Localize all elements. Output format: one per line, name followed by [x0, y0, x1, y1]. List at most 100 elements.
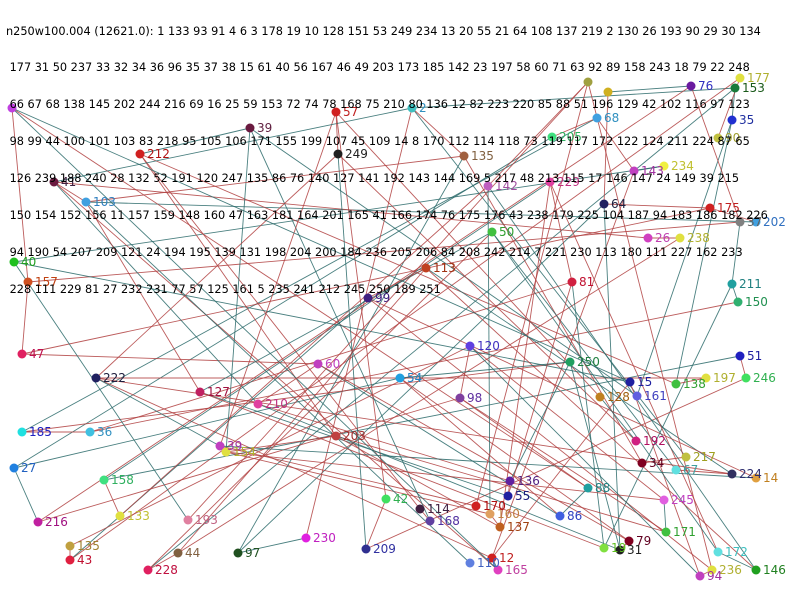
edge	[317, 363, 630, 542]
edge	[641, 456, 687, 464]
node	[233, 548, 243, 558]
edge	[257, 363, 319, 405]
node-label: 197	[713, 371, 736, 385]
node	[395, 373, 405, 383]
node-label: 110	[477, 556, 500, 570]
node	[81, 197, 91, 207]
node	[313, 359, 323, 369]
edge	[13, 467, 39, 523]
node-label: 211	[739, 277, 762, 291]
node	[733, 297, 743, 307]
node-label: 67	[683, 463, 698, 477]
node-label: 212	[147, 147, 170, 161]
node	[505, 476, 515, 486]
edge	[491, 231, 719, 553]
edge	[103, 355, 741, 481]
node	[681, 452, 691, 462]
node	[713, 547, 723, 557]
node-label: 153	[742, 81, 765, 95]
edge	[459, 397, 667, 533]
edge	[37, 85, 692, 523]
edge	[225, 451, 491, 515]
edge	[367, 267, 427, 299]
edge	[249, 127, 431, 522]
edge	[337, 153, 637, 442]
node-label: 229	[557, 175, 580, 189]
edge	[549, 181, 573, 283]
edge	[603, 203, 621, 551]
edge	[237, 203, 605, 554]
header-line: 98 99 44 100 101 103 83 218 95 105 106 1…	[6, 135, 750, 149]
edge	[491, 231, 677, 471]
node	[727, 279, 737, 289]
node	[9, 257, 19, 267]
node-label: 86	[567, 509, 582, 523]
node	[730, 83, 740, 93]
node-label: 55	[515, 489, 530, 503]
node	[625, 377, 635, 387]
node	[741, 373, 751, 383]
edge	[27, 221, 741, 283]
edge	[599, 396, 637, 442]
node-label: 27	[21, 461, 36, 475]
node	[23, 277, 33, 287]
node	[671, 465, 681, 475]
edge	[717, 551, 757, 571]
node	[735, 217, 745, 227]
node-label: 236	[719, 563, 742, 577]
edge	[89, 281, 573, 433]
edge	[11, 107, 631, 383]
edge	[147, 552, 179, 571]
node	[727, 469, 737, 479]
node	[493, 565, 503, 575]
node-label: 135	[77, 539, 100, 553]
node-label: 34	[649, 456, 664, 470]
node-label: 210	[265, 397, 288, 411]
node-label: 171	[673, 525, 696, 539]
node	[567, 277, 577, 287]
node-label: 114	[427, 502, 450, 516]
edge	[399, 377, 561, 517]
node	[143, 565, 153, 575]
edge	[257, 403, 511, 482]
node	[671, 379, 681, 389]
node	[751, 473, 761, 483]
node	[686, 81, 696, 91]
node	[751, 217, 761, 227]
node-label: 205	[559, 130, 582, 144]
node-label: 120	[477, 339, 500, 353]
edge	[367, 297, 757, 479]
node-label: 47	[29, 347, 44, 361]
edge	[139, 153, 677, 385]
node-label: 57	[343, 105, 358, 119]
node-label: 26	[655, 231, 670, 245]
edge	[367, 297, 713, 571]
edge	[675, 119, 733, 385]
node	[65, 555, 75, 565]
edge	[13, 136, 553, 469]
edge	[559, 487, 589, 517]
edge	[633, 165, 665, 172]
node	[471, 501, 481, 511]
edge	[95, 377, 221, 447]
node	[629, 166, 639, 176]
node-label: 60	[325, 357, 340, 371]
edge	[690, 85, 741, 223]
edge	[37, 397, 461, 523]
node	[7, 103, 17, 113]
node	[592, 113, 602, 123]
node-label: 127	[207, 385, 230, 399]
node	[599, 199, 609, 209]
node	[631, 436, 641, 446]
edge	[305, 107, 413, 539]
node	[331, 107, 341, 117]
node	[705, 203, 715, 213]
node-label: 50	[499, 225, 514, 239]
node	[245, 123, 255, 133]
node	[17, 427, 27, 437]
node	[363, 293, 373, 303]
node-label: 81	[579, 275, 594, 289]
edge	[663, 499, 667, 533]
node-label: 113	[433, 261, 456, 275]
node	[485, 509, 495, 519]
